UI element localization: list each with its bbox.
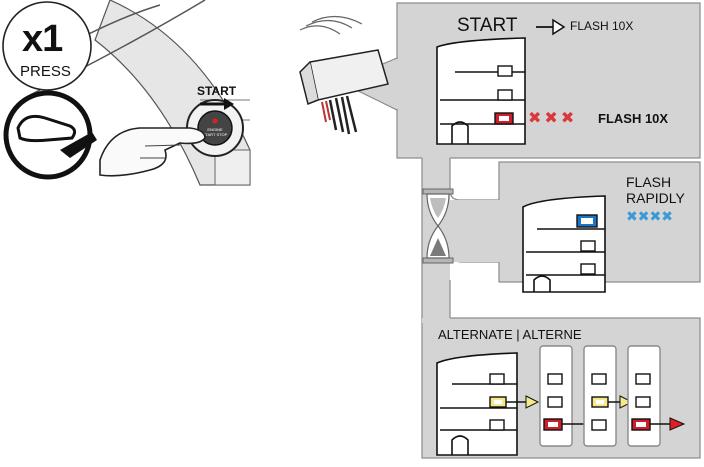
- remote-module-icon: [299, 15, 389, 135]
- alternate-title: ALTERNATE | ALTERNE: [438, 327, 582, 342]
- x-mark: ✖: [661, 208, 673, 224]
- top-x-marks: ✖✖✖: [528, 108, 577, 128]
- start-button-label: START: [197, 84, 237, 98]
- hand-illustration: [99, 127, 206, 177]
- x-mark: ✖: [626, 208, 638, 224]
- mid-x-marks: ✖✖✖✖: [626, 208, 673, 225]
- foot-pedal-icon: [16, 114, 97, 158]
- flash-arrow-text: FLASH 10X: [570, 19, 634, 33]
- led-panel-top: [436, 37, 526, 145]
- x-mark: ✖: [544, 110, 561, 127]
- arrow-icon: [536, 18, 566, 36]
- press-count: x1: [22, 18, 63, 60]
- alternate-sequence: [506, 345, 686, 447]
- x-mark: ✖: [528, 110, 545, 127]
- start-button-icon: ENGINE START STOP: [186, 98, 244, 157]
- flash-rapidly-line1: FLASH: [626, 174, 672, 190]
- start-text: START: [457, 15, 518, 36]
- x-mark: ✖: [649, 208, 662, 224]
- svg-text:ENGINE: ENGINE: [207, 127, 223, 132]
- x-mark: ✖: [560, 110, 578, 127]
- svg-text:START STOP: START STOP: [203, 132, 228, 137]
- led-panel-mid: [522, 195, 606, 293]
- flash-indicator-text: FLASH 10X: [598, 111, 669, 126]
- led-panel-bottom: [436, 352, 518, 456]
- flash-rapidly-line2: RAPIDLY: [626, 190, 685, 206]
- press-label: PRESS: [20, 63, 71, 80]
- hourglass-icon: [422, 188, 454, 264]
- x-mark: ✖: [637, 208, 650, 224]
